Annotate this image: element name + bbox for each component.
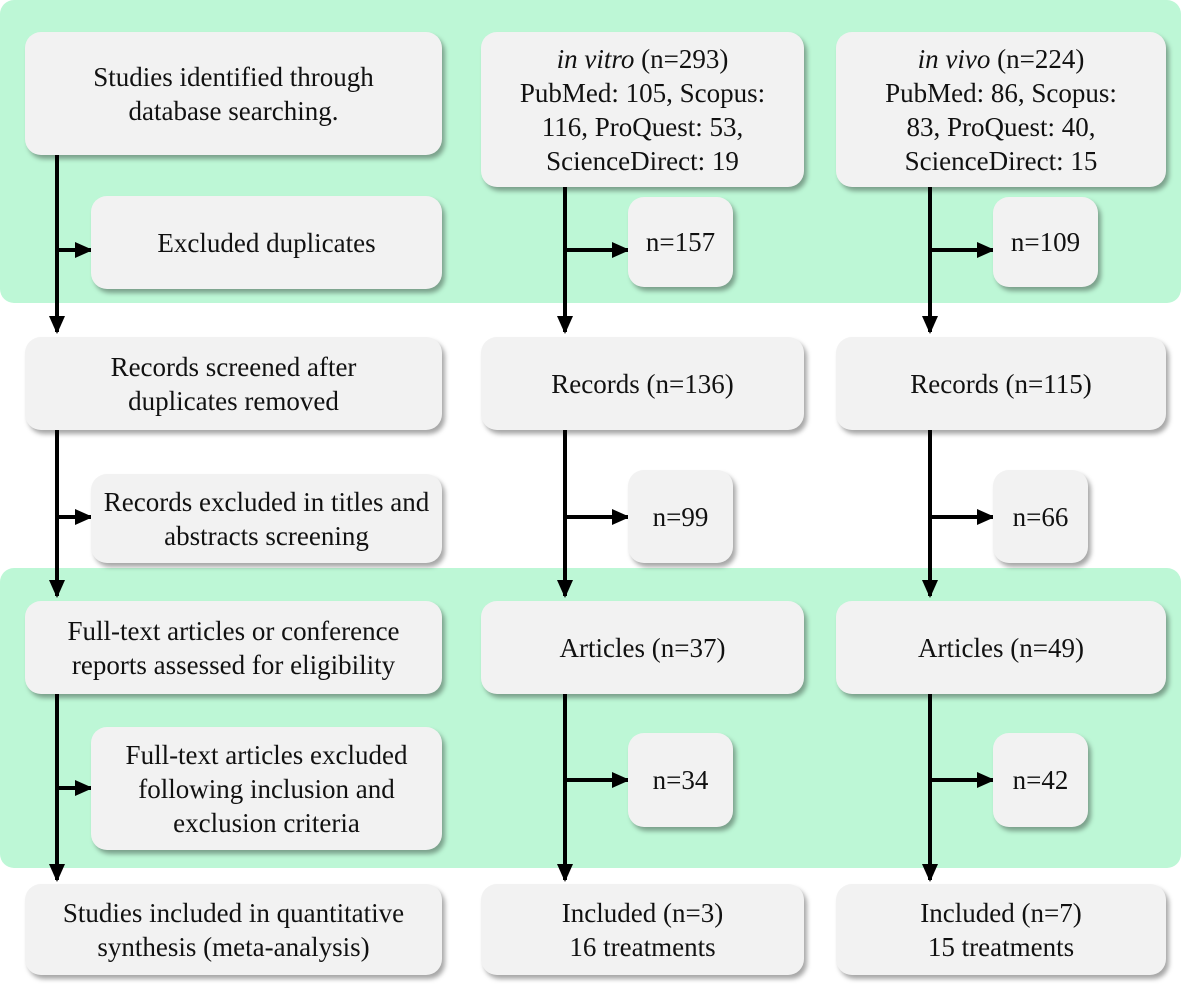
in-vivo-included-box: Included (n=7) 15 treatments — [836, 884, 1166, 975]
count-text: n=42 — [1012, 765, 1069, 795]
in-vivo-articles-box: Articles (n=49) — [836, 601, 1166, 694]
screened-text: Records screened after duplicates remove… — [110, 351, 357, 416]
in-vivo-label: in vivo — [917, 43, 991, 74]
count-text: n=157 — [645, 227, 716, 257]
included-box: Studies included in quantitative synthes… — [25, 884, 442, 975]
count-text: n=99 — [652, 501, 709, 532]
articles-text: Articles (n=37) — [559, 632, 726, 663]
in-vitro-duplicates-box: n=157 — [628, 197, 733, 287]
in-vitro-sources-box: in vitro (n=293) PubMed: 105, Scopus: 11… — [481, 32, 804, 187]
excluded-duplicates-box: Excluded duplicates — [91, 196, 442, 289]
excluded-titles-box: Records excluded in titles and abstracts… — [91, 474, 442, 563]
in-vivo-excluded-box: n=66 — [993, 470, 1088, 563]
fulltext-box: Full-text articles or conference reports… — [25, 601, 442, 694]
screened-box: Records screened after duplicates remove… — [25, 337, 442, 430]
sources-line: ScienceDirect: 15 — [904, 145, 1098, 176]
in-vitro-articles-box: Articles (n=37) — [481, 601, 804, 694]
included-text: Included (n=3) — [561, 897, 724, 928]
records-text: Records (n=136) — [551, 368, 734, 399]
in-vivo-excluded-fulltext-box: n=42 — [993, 733, 1088, 827]
sources-line: PubMed: 105, Scopus: — [519, 77, 766, 108]
count-text: n=34 — [652, 765, 709, 795]
articles-text: Articles (n=49) — [918, 632, 1084, 663]
in-vivo-duplicates-box: n=109 — [993, 197, 1098, 287]
included-text: Studies included in quantitative synthes… — [62, 897, 405, 962]
sources-line: 83, ProQuest: 40, — [906, 111, 1096, 142]
identified-text: Studies identified through database sear… — [93, 61, 374, 126]
treatments-text: 16 treatments — [569, 931, 716, 962]
treatments-text: 15 treatments — [927, 931, 1075, 962]
in-vivo-records-box: Records (n=115) — [836, 337, 1166, 430]
records-text: Records (n=115) — [910, 368, 1092, 399]
excluded-fulltext-box: Full-text articles excluded following in… — [91, 727, 442, 850]
excluded-titles-text: Records excluded in titles and abstracts… — [103, 486, 430, 551]
in-vitro-count: (n=293) — [641, 43, 729, 74]
count-text: n=66 — [1012, 501, 1069, 532]
in-vivo-count: (n=224) — [997, 43, 1085, 74]
in-vitro-excluded-box: n=99 — [628, 470, 733, 563]
in-vivo-sources-box: in vivo (n=224) PubMed: 86, Scopus: 83, … — [836, 32, 1166, 187]
in-vitro-included-box: Included (n=3) 16 treatments — [481, 884, 804, 975]
in-vitro-records-box: Records (n=136) — [481, 337, 804, 430]
included-text: Included (n=7) — [920, 897, 1082, 928]
fulltext-text: Full-text articles or conference reports… — [67, 615, 400, 680]
sources-line: PubMed: 86, Scopus: — [885, 77, 1117, 108]
sources-line: 116, ProQuest: 53, — [541, 111, 744, 142]
sources-line: ScienceDirect: 19 — [546, 145, 739, 176]
excluded-fulltext-text: Full-text articles excluded following in… — [125, 739, 408, 838]
in-vitro-excluded-fulltext-box: n=34 — [628, 733, 733, 827]
count-text: n=109 — [1010, 227, 1081, 257]
excluded-duplicates-text: Excluded duplicates — [157, 227, 376, 258]
identified-box: Studies identified through database sear… — [25, 32, 442, 155]
in-vitro-label: in vitro — [556, 43, 635, 74]
